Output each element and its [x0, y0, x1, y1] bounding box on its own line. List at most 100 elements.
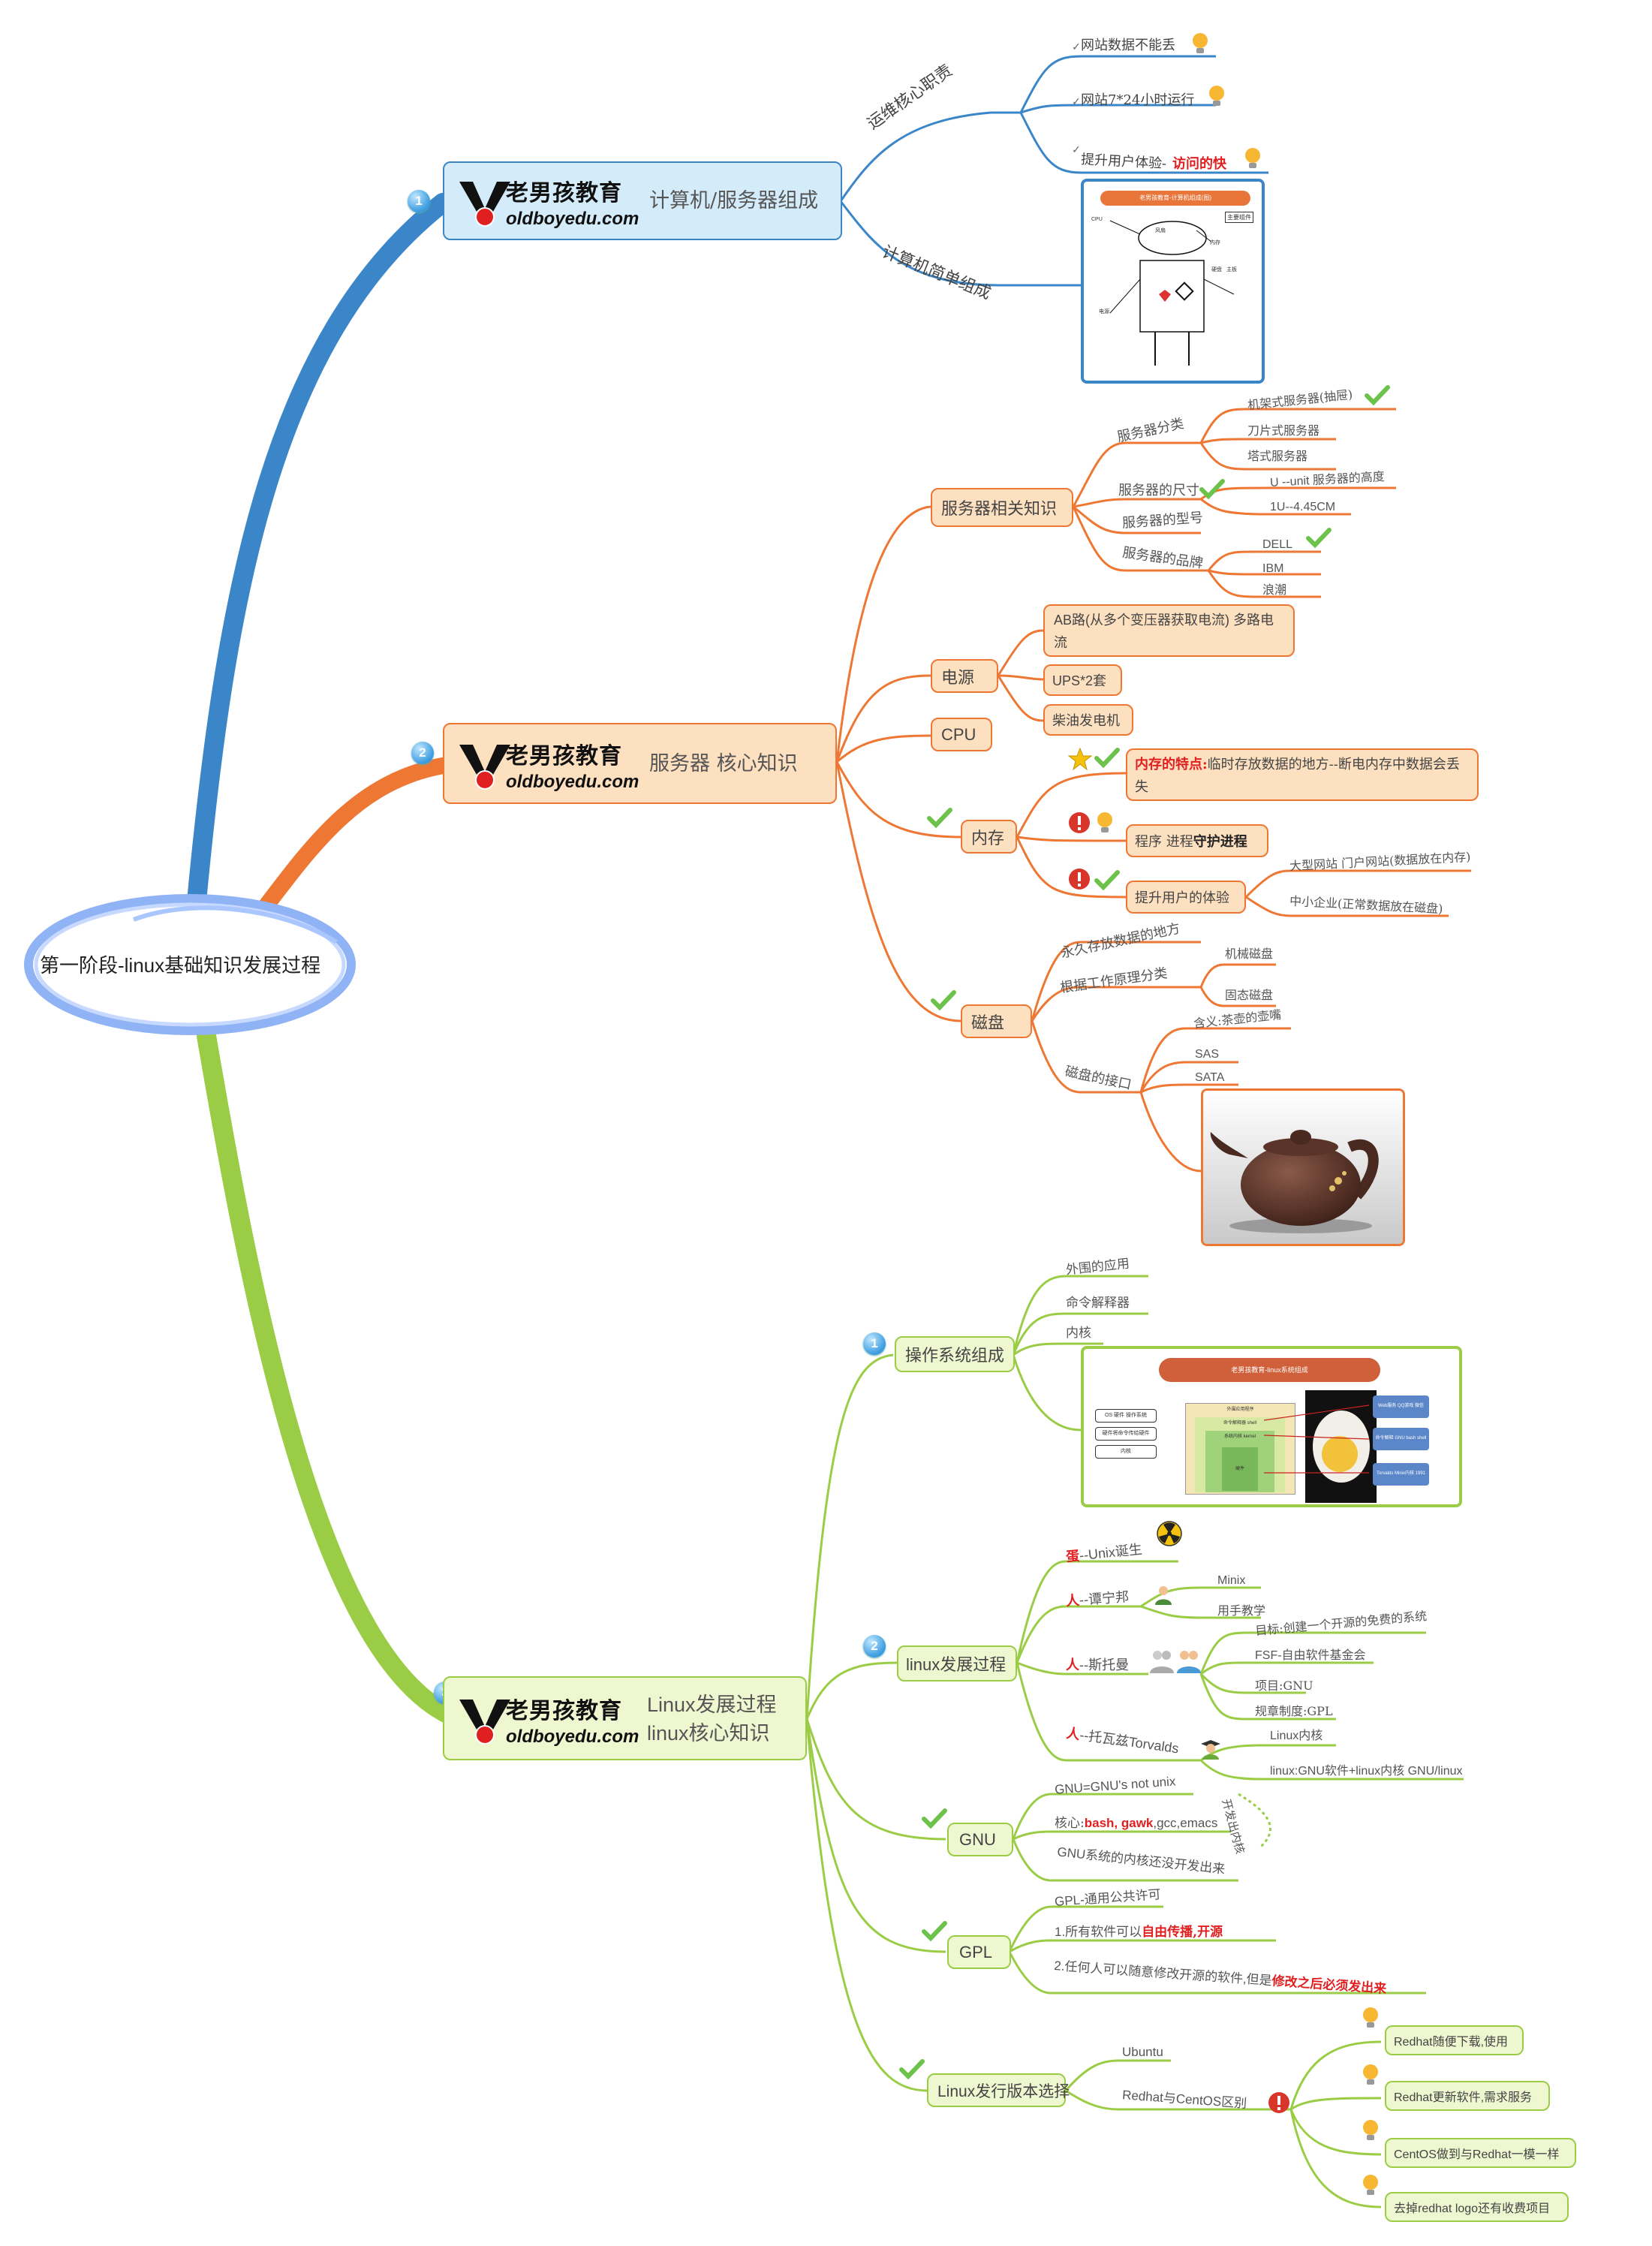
logo-v-icon	[458, 176, 510, 228]
os-node[interactable]: 操作系统组成	[895, 1336, 1015, 1372]
trunk-green	[197, 1026, 460, 1725]
distro-ubuntu[interactable]: Ubuntu	[1122, 2045, 1163, 2059]
distro-diff-item-2[interactable]: Redhat更新软件,需求服务	[1385, 2081, 1550, 2111]
disk-node[interactable]: 磁盘	[961, 1004, 1032, 1038]
gnu-node[interactable]: GNU	[947, 1823, 1013, 1856]
tanenbaum-mark: 人	[1065, 1592, 1080, 1609]
disk-label: 磁盘	[971, 1013, 1005, 1033]
os-item-2[interactable]: 命令解释器	[1066, 1296, 1130, 1311]
thumb1-label-power: 电源	[1099, 309, 1109, 315]
branch1-node[interactable]	[443, 161, 842, 240]
power-diesel-text: 柴油发电机	[1052, 713, 1120, 729]
os-badge: 1	[863, 1332, 886, 1355]
server-brand-item-3[interactable]: 浪潮	[1262, 583, 1287, 597]
teapot-image[interactable]	[1201, 1088, 1405, 1246]
distro-diff-item-3-text: CentOS做到与Redhat一模一样	[1394, 2148, 1560, 2161]
computer-diagram-image[interactable]: 老男孩教育-计算机组成(图) 主要组件 CPU 内存 风扇 硬盘 主板 电源	[1081, 179, 1265, 384]
memory-feature-node[interactable]: 内存的特点:临时存放数据的地方--断电内存中数据会丢 失	[1126, 748, 1479, 801]
check-icon	[1199, 479, 1225, 499]
gnu-core-suffix: ,gcc,emacs	[1153, 1816, 1218, 1830]
lightbulb-icon	[1363, 2175, 1378, 2195]
trunk-blue	[187, 193, 453, 911]
group-icon	[1150, 1651, 1201, 1673]
server-size-item-2[interactable]: 1U--4.45CM	[1270, 501, 1336, 513]
torvalds-item-2[interactable]: linux:GNU软件+linux内核 GNU/linux	[1270, 1765, 1463, 1778]
server-knowledge-node[interactable]: 服务器相关知识	[931, 488, 1073, 527]
disk-iface-item-3[interactable]: SATA	[1195, 1071, 1225, 1084]
stallman-label[interactable]: 人--斯托曼	[1066, 1659, 1129, 1672]
thumb2-stack-4: 硬件	[1222, 1447, 1258, 1491]
cpu-label: CPU	[941, 724, 976, 744]
check-icon	[922, 1921, 947, 1941]
torvalds-item-1[interactable]: Linux内核	[1270, 1730, 1323, 1742]
server-brand-item-2[interactable]: IBM	[1262, 562, 1284, 575]
memory-experience-text: 提升用户的体验	[1135, 890, 1229, 906]
logo-cn: 老男孩教育	[506, 743, 622, 769]
ops-item-1[interactable]: 网站数据不能丢	[1081, 38, 1175, 53]
memory-feature-text: 临时存放数据的地方--断电内存中数据会丢	[1207, 757, 1460, 772]
power-diesel-node[interactable]: 柴油发电机	[1043, 704, 1133, 736]
history-node[interactable]: linux发展过程	[897, 1645, 1017, 1681]
branch1-logo: 老男孩教育 oldboyedu.com	[458, 174, 639, 230]
memory-node[interactable]: 内存	[961, 820, 1017, 854]
thumb1-side: 主要组件	[1225, 212, 1253, 223]
linux-system-diagram-image[interactable]: 老男孩教育-linux系统组成 OS 硬件 操作系统 硬件将命令传给硬件 内核 …	[1081, 1346, 1462, 1507]
disk-class-item-1[interactable]: 机械磁盘	[1225, 947, 1274, 961]
thumb2-stack: 外围应用程序 命令解释器 shell 系统内核 kernel 硬件	[1185, 1403, 1295, 1495]
central-node[interactable]: 第一阶段-linux基础知识发展过程	[21, 890, 359, 1040]
stallman-item-4[interactable]: 规章制度:GPL	[1255, 1704, 1333, 1718]
thumb2-right-3: Torvalds Minix内核 1991	[1373, 1463, 1429, 1486]
distro-diff-item-3[interactable]: CentOS做到与Redhat一模一样	[1385, 2138, 1576, 2168]
distro-diff-item-4[interactable]: 去掉redhat logo还有收费项目	[1385, 2192, 1569, 2222]
server-size-label[interactable]: 服务器的尺寸	[1118, 483, 1199, 498]
memory-process-node[interactable]: 程序 进程 守护进程	[1126, 824, 1268, 857]
stallman-item-2[interactable]: FSF-自由软件基金会	[1255, 1649, 1366, 1662]
os-item-3[interactable]: 内核	[1066, 1326, 1091, 1341]
thumb2-left-3: 内核	[1095, 1445, 1157, 1459]
gpl-node[interactable]: GPL	[947, 1935, 1011, 1969]
disk-iface-item-2[interactable]: SAS	[1195, 1048, 1220, 1061]
power-ups-node[interactable]: UPS*2套	[1043, 664, 1122, 696]
server-brand-item-1[interactable]: DELL	[1262, 538, 1293, 551]
robot-sketch	[1109, 220, 1235, 366]
power-node[interactable]: 电源	[931, 659, 998, 693]
thumb2-stack-1: 外围应用程序	[1226, 1408, 1254, 1412]
distro-diff-item-2-text: Redhat更新软件,需求服务	[1394, 2091, 1533, 2104]
branch3-title-1: Linux发展过程	[647, 1694, 777, 1716]
branch2-node[interactable]	[443, 723, 837, 804]
gpl-label: GPL	[959, 1942, 993, 1961]
power-label: 电源	[941, 668, 975, 688]
logo-en: oldboyedu.com	[506, 209, 639, 229]
gnu-item-2[interactable]: 核心:bash, gawk,gcc,emacs	[1055, 1817, 1217, 1830]
minix-item-2[interactable]: 用手教学	[1217, 1603, 1266, 1618]
cpu-node[interactable]: CPU	[931, 718, 992, 751]
ops-item-2[interactable]: 网站7*24小时运行	[1081, 92, 1195, 108]
branch3-node[interactable]	[443, 1676, 807, 1760]
memory-experience-node[interactable]: 提升用户的体验	[1126, 881, 1246, 914]
thumb2-stack-3: 系统内核 kernel	[1223, 1435, 1256, 1439]
distro-diff-item-1[interactable]: Redhat随便下载,使用	[1385, 2025, 1524, 2055]
gpl-item-2[interactable]: 1.所有软件可以自由传播,开源	[1055, 1925, 1223, 1939]
stallman-item-3[interactable]: 项目:GNU	[1255, 1678, 1313, 1693]
branch2-logo: 老男孩教育 oldboyedu.com	[458, 737, 639, 793]
thumb1-label-board: 主板	[1226, 267, 1237, 272]
lightbulb-icon	[1363, 2007, 1378, 2028]
server-class-item-2[interactable]: 刀片式服务器	[1247, 423, 1320, 438]
logo-v-icon	[458, 1694, 510, 1746]
gnu-core-highlight: bash, gawk	[1084, 1816, 1154, 1830]
history-label: linux发展过程	[906, 1655, 1007, 1674]
branch3-logo: 老男孩教育 oldboyedu.com	[458, 1692, 639, 1748]
gnu-core-prefix: 核心:	[1055, 1816, 1085, 1831]
distro-label: Linux发行版本选择	[937, 2082, 1070, 2100]
server-class-item-3[interactable]: 塔式服务器	[1247, 449, 1308, 463]
power-ab-node[interactable]: AB路(从多个变压器获取电流) 多路电 流	[1043, 604, 1295, 657]
central-ellipse	[24, 894, 356, 1035]
gpl-item-2-highlight: 自由传播,开源	[1142, 1925, 1223, 1940]
exclamation-icon	[1069, 812, 1090, 833]
distro-node[interactable]: Linux发行版本选择	[927, 2073, 1070, 2107]
disk-class-item-2[interactable]: 固态磁盘	[1225, 988, 1274, 1002]
exclamation-icon	[1268, 2092, 1289, 2113]
minix-item-1[interactable]: Minix	[1217, 1574, 1246, 1587]
thumb1-label-fan: 风扇	[1155, 228, 1166, 233]
ops-item-3-highlight: 访问的快	[1172, 156, 1226, 172]
